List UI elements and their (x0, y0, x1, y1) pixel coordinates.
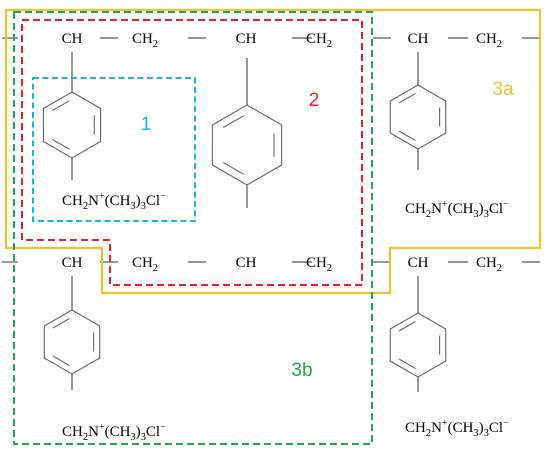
benzene-rings (42, 52, 447, 392)
region-3b-outline (13, 11, 373, 445)
ammonium-group-label: CH2N+(CH3)3Cl− (405, 199, 509, 220)
region-3a-outline (4, 8, 542, 295)
region-2-outline (21, 19, 363, 286)
ring-double-bond (52, 138, 70, 150)
ring-double-bond (398, 321, 416, 332)
ch-label: CH (236, 31, 257, 47)
ch-label: CH (62, 31, 83, 47)
region-label-3b: 3b (291, 360, 312, 381)
benzene-ring (211, 104, 283, 186)
ring-double-bond (398, 93, 416, 104)
benzene-ring (42, 91, 102, 159)
ring-double-bond (52, 100, 70, 112)
ch2-label: CH2 (476, 31, 502, 50)
ring-double-bond (222, 115, 245, 129)
ch2-label: CH2 (476, 255, 502, 274)
backbone-bonds (2, 37, 540, 263)
ch-label: CH (62, 255, 83, 271)
benzene-ring (389, 312, 447, 378)
region-label-2: 2 (309, 90, 320, 111)
benzene-ring (43, 309, 101, 375)
highlight-regions: 1 2 3a 3b (4, 8, 542, 445)
ring-double-bond (398, 130, 416, 141)
ch-label: CH (408, 31, 429, 47)
ammonium-group-label: CH2N+(CH3)3Cl− (405, 418, 509, 439)
region-label-1: 1 (141, 114, 152, 135)
ring-double-bond (398, 358, 416, 369)
ch2-label: CH2 (306, 31, 332, 50)
region-label-3a: 3a (492, 79, 514, 100)
ch2-label: CH2 (306, 255, 332, 274)
pendant-groups: CH2N+(CH3)3Cl− CH2N+(CH3)3Cl− CH2N+(CH3)3C… (62, 191, 509, 443)
ch-label: CH (236, 255, 257, 271)
benzene-ring (389, 84, 447, 150)
ring-double-bond (52, 318, 70, 329)
ch2-label: CH2 (132, 255, 158, 274)
ammonium-group-label: CH2N+(CH3)3Cl− (62, 422, 166, 443)
ring-double-bond (52, 355, 70, 366)
ammonium-group-label: CH2N+(CH3)3Cl− (62, 191, 166, 212)
ch2-label: CH2 (132, 31, 158, 50)
region-1-outline (32, 77, 196, 222)
ring-double-bond (222, 161, 245, 175)
ch-label: CH (408, 255, 429, 271)
